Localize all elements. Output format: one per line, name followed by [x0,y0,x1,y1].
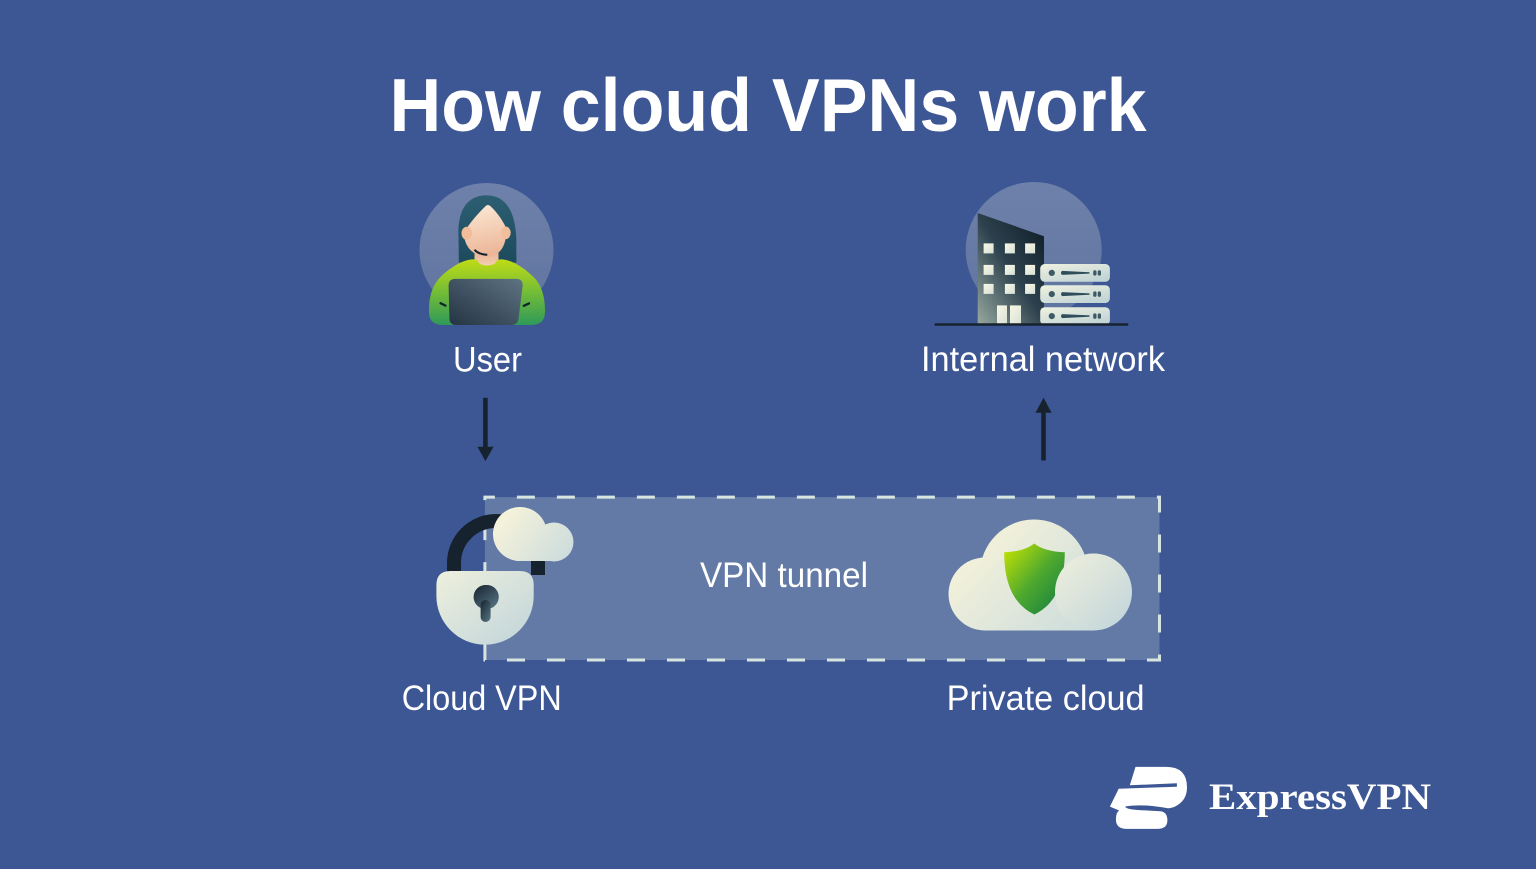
svg-text:Internal network: Internal network [921,340,1165,379]
svg-text:How cloud VPNs work: How cloud VPNs work [390,63,1147,147]
svg-text:Private cloud: Private cloud [947,679,1145,718]
svg-text:User: User [453,340,522,379]
svg-text:Cloud VPN: Cloud VPN [402,679,562,718]
svg-text:ExpressVPN: ExpressVPN [1209,777,1431,818]
svg-text:VPN tunnel: VPN tunnel [700,556,868,595]
